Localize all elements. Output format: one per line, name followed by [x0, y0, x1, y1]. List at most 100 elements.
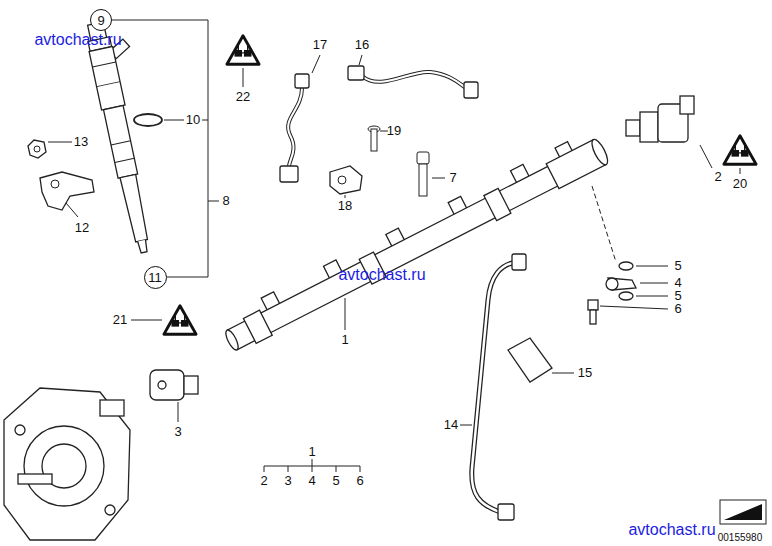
leader-line: [359, 55, 362, 65]
fuel-rail: [218, 128, 611, 354]
nut: [28, 140, 46, 158]
nut: [34, 146, 40, 152]
pump: [100, 400, 124, 416]
injector: [111, 141, 134, 163]
wire-harness: [362, 72, 466, 88]
bolt: [419, 164, 427, 196]
pump: [4, 388, 130, 540]
fuel-rail: [243, 310, 272, 343]
pressure-sensor: [626, 96, 694, 142]
screw: [368, 126, 380, 151]
wire-harness: [362, 72, 466, 88]
callout-number: 3: [173, 425, 182, 439]
banjo-fitting: [619, 292, 633, 300]
callout-number: 10: [185, 113, 201, 127]
callout-number: 21: [112, 313, 128, 327]
watermark: avtochast.ru: [33, 31, 122, 49]
callout-number: 6: [355, 474, 364, 488]
banjo-fitting: [588, 300, 598, 310]
callout-number: 19: [386, 124, 402, 138]
callout-number: 1: [307, 445, 316, 459]
rail-sensor: [150, 370, 198, 400]
fuel-rail: [227, 142, 605, 349]
logo-box: [720, 500, 766, 524]
wire-harness: [288, 88, 302, 166]
leader-line: [312, 55, 320, 73]
pump: [15, 425, 25, 435]
callout-circle: 11: [144, 266, 167, 289]
wire-harness: [348, 66, 478, 98]
pump: [105, 505, 115, 515]
leader-line: [131, 320, 162, 321]
bracket-connector: [112, 20, 208, 277]
callout-number: 18: [337, 199, 353, 213]
callout-number: 15: [577, 366, 593, 380]
wire-harness: [280, 166, 298, 182]
sleeve: [508, 338, 552, 382]
pressure-sensor: [640, 112, 658, 142]
fuel-rail: [218, 128, 611, 354]
fuel-rail: [223, 328, 240, 351]
clip: [330, 166, 362, 194]
callout-number: 7: [448, 171, 457, 185]
callout-number: 1: [340, 333, 349, 347]
callout-number: 22: [235, 90, 251, 104]
injector: [104, 106, 138, 179]
leader-line: [432, 178, 445, 179]
leader-line: [48, 142, 72, 143]
bracket: [264, 459, 360, 472]
leader-line: [208, 201, 219, 202]
nut: [28, 140, 46, 158]
fuel-pipe: [472, 262, 520, 512]
warning-symbol: [227, 36, 259, 64]
wire-harness: [464, 82, 478, 98]
dashed-line: [592, 186, 616, 262]
screw: [371, 129, 377, 151]
leader-line: [460, 425, 472, 426]
wire-harness: [348, 66, 364, 80]
injector: [138, 240, 148, 253]
rail-sensor: [150, 370, 184, 400]
callout-number: 2: [259, 474, 268, 488]
leader-line: [600, 266, 668, 309]
wire-harness: [295, 74, 309, 88]
callout-number: 17: [312, 38, 328, 52]
leader-line: [700, 145, 712, 168]
leader-line: [740, 168, 741, 174]
injector: [89, 46, 125, 110]
warning-symbol: [724, 136, 756, 164]
bolt: [417, 152, 429, 164]
logo-box: [724, 504, 762, 520]
fuel-pipe: [472, 262, 520, 512]
fuel-rail: [484, 188, 511, 220]
diagram-number: 00155980: [717, 532, 764, 543]
wire-harness: [280, 74, 309, 182]
clip: [338, 176, 346, 184]
callout-circle: 9: [90, 9, 112, 31]
banjo-fitting: [590, 310, 596, 324]
leader-line: [66, 203, 78, 217]
wire-harness: [288, 88, 302, 166]
callout-number: 16: [354, 38, 370, 52]
leader-line: [178, 402, 179, 422]
pressure-sensor: [680, 96, 694, 114]
callout-number: 9: [97, 14, 104, 27]
fuel-pipe: [472, 254, 526, 520]
bolt: [417, 152, 429, 196]
watermark: avtochast.ru: [337, 266, 426, 284]
callout-number: 6: [673, 302, 682, 316]
callout-number: 20: [732, 177, 748, 191]
callout-number: 12: [74, 221, 90, 235]
callout-number: 2: [713, 170, 722, 184]
banjo-fitting: [619, 262, 633, 270]
leader-line: [345, 195, 346, 198]
leader-line: [552, 373, 574, 374]
pressure-sensor: [626, 120, 640, 136]
banjo-fitting: [606, 278, 618, 290]
rail-sensor: [184, 376, 198, 394]
callout-number: 14: [443, 418, 459, 432]
pump: [24, 426, 104, 506]
banjo-fitting: [588, 262, 636, 324]
watermark: avtochast.ru: [627, 521, 716, 539]
